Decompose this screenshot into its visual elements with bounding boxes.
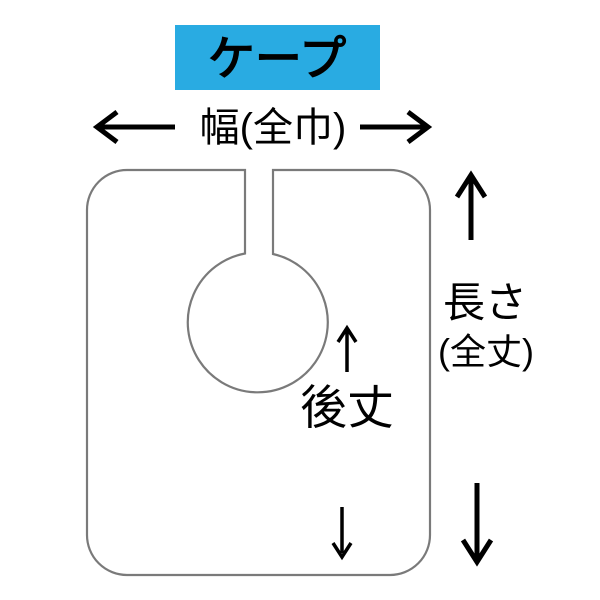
width-right-arrow-icon — [360, 110, 433, 144]
back-length-up-arrow-icon — [336, 324, 358, 372]
cape-outline — [85, 168, 432, 577]
length-dimension: 長さ (全丈) — [438, 170, 534, 567]
length-label-line1: 長さ — [443, 279, 527, 326]
length-up-arrow-icon — [454, 170, 488, 240]
title-highlight-box — [175, 25, 380, 90]
width-dimension: 幅(全巾) — [92, 106, 433, 150]
width-label: 幅(全巾) — [200, 106, 347, 150]
length-down-arrow-icon — [460, 483, 494, 567]
back-length-down-arrow-icon — [331, 507, 353, 561]
width-left-arrow-icon — [92, 110, 175, 144]
back-length-dimension: 後丈 — [300, 324, 394, 561]
length-label-line2: (全丈) — [438, 331, 534, 372]
back-length-label: 後丈 — [300, 381, 394, 434]
page-title: ケープ — [208, 32, 346, 85]
